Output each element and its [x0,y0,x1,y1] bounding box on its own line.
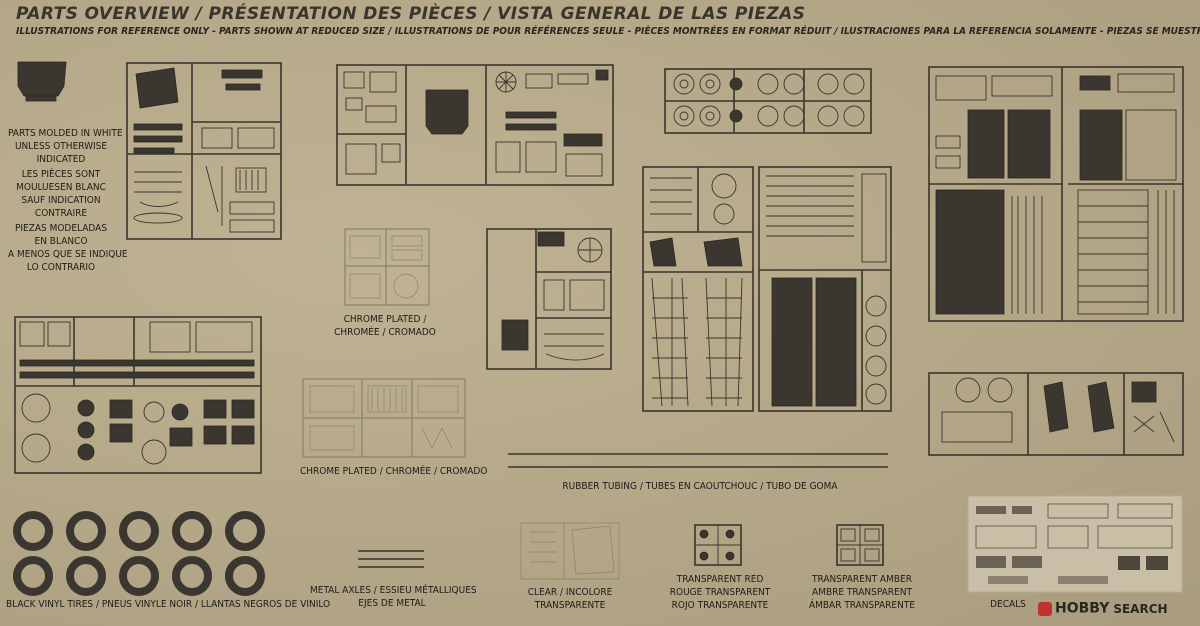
sprue-d [928,66,1184,322]
red-label-line: ROUGE TRANSPARENT [669,587,771,598]
red-label: TRANSPARENT RED ROUGE TRANSPARENT ROJO T… [660,573,780,612]
molded-note: PARTS MOLDED IN WHITE UNLESS OTHERWISE I… [8,127,128,274]
chrome-label-2: CHROME PLATED / CHROMÉE / CROMADO [300,466,488,477]
clear-label-line: CLEAR / INCOLORE [527,587,613,598]
molded-note-line: SAUF INDICATION [21,195,101,206]
molded-note-line: MOULUESEN BLANC [16,182,106,193]
chrome-sprue-2 [302,378,466,458]
sprue-i [928,372,1184,456]
tires-label: BLACK VINYL TIRES / PNEUS VINYLE NOIR / … [6,599,331,610]
tire-icon [225,556,265,596]
amber-label-line: TRANSPARENT AMBER [812,574,912,585]
sprue-e [486,228,612,370]
red-label-line: ROJO TRANSPARENTE [671,600,769,611]
molded-note-line: EN BLANCO [34,236,88,247]
sprue-g [642,166,754,412]
clear-label: CLEAR / INCOLORE TRANSPARENTE [510,586,630,612]
molded-note-line: A MENOS QUE SE INDIQUE [8,249,128,260]
axles-label-line: EJES DE METAL [358,598,426,609]
chrome-label-line: CHROMÉE / CROMADO [334,327,436,338]
molded-note-line: CONTRAIRE [34,208,88,219]
amber-sprue [836,524,884,566]
page-title: PARTS OVERVIEW / PRÉSENTATION DES PIÈCES… [16,4,806,24]
watermark-brand: HOBBY [1055,600,1110,617]
molded-note-line: PIEZAS MODELADAS [14,223,108,234]
red-sprue [694,524,742,566]
molded-note-line: LO CONTRARIO [26,262,96,273]
tire-icon [66,511,106,551]
molded-note-line: UNLESS OTHERWISE [14,141,108,152]
rubber-tubing [508,453,888,468]
sprue-h [758,166,892,412]
decal-sheet [967,495,1183,593]
red-label-line: TRANSPARENT RED [676,574,764,585]
tire-icon [172,511,212,551]
molded-note-line: INDICATED [36,154,86,165]
clear-label-line: TRANSPARENTE [534,600,606,611]
tire-icon [13,511,53,551]
tire-icon [225,511,265,551]
amber-label-line: ÁMBAR TRANSPARENTE [808,600,916,611]
sprue-b [336,64,614,186]
axles-label-line: METAL AXLES / ESSIEU MÉTALLIQUES [310,585,477,596]
axles-label: METAL AXLES / ESSIEU MÉTALLIQUES EJES DE… [310,584,477,610]
molded-note-line: LES PIÈCES SONT [21,169,101,180]
tire-icon [172,556,212,596]
metal-axles [358,550,424,568]
chrome-sprue-1 [344,228,430,306]
tire-icon [13,556,53,596]
sprue-f [14,316,262,474]
rubber-label: RUBBER TUBING / TUBES EN CAOUTCHOUC / TU… [562,481,838,492]
page-subtitle: ILLUSTRATIONS FOR REFERENCE ONLY - PARTS… [16,26,1200,37]
amber-label-line: AMBRE TRANSPARENT [812,587,912,598]
clear-sprue [520,522,620,580]
sprue-c [664,68,872,134]
chrome-label-line: CHROME PLATED / [343,314,427,325]
sprue-a [126,62,282,240]
hobby-search-logo-icon [1038,601,1052,616]
molded-note-line: PARTS MOLDED IN WHITE [8,128,123,139]
amber-label: TRANSPARENT AMBER AMBRE TRANSPARENT ÁMBA… [802,573,922,612]
decals-label: DECALS [990,599,1026,610]
tire-icon [119,556,159,596]
chrome-label-1: CHROME PLATED / CHROMÉE / CROMADO [330,313,440,339]
watermark-suffix: SEARCH [1113,601,1168,616]
cab-body-part [17,61,67,102]
tire-icon [119,511,159,551]
tire-icon [66,556,106,596]
